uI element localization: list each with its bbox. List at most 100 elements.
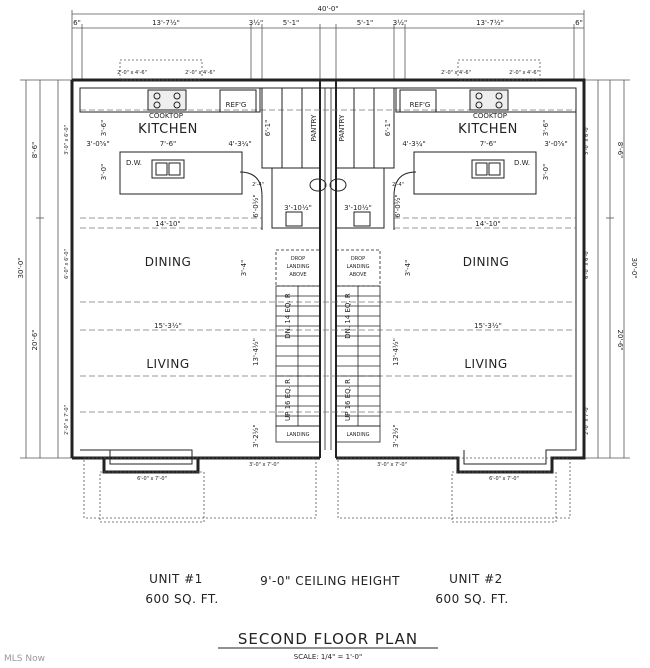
unit1-drop-2: LANDING — [286, 264, 309, 270]
side-total-left: 30'-0" — [17, 257, 25, 278]
unit1-dim-13-4-1-2: 13'-4½" — [252, 338, 260, 366]
unit1-dining-label: DINING — [145, 255, 192, 269]
unit2-drop-3: ABOVE — [349, 272, 366, 278]
unit1-pantry-label: PANTRY — [310, 114, 318, 141]
unit1-dim-15-3-1-2: 15'-3½" — [154, 322, 182, 330]
unit1-landing-label: LANDING — [286, 432, 309, 438]
unit1-dim-3-4: 3'-4" — [240, 260, 248, 277]
unit2-window-top-a: 2'-0" x 4'-6" — [441, 70, 471, 76]
unit1-dim-6-1: 6'-1" — [264, 120, 272, 137]
unit1-dw-label: D.W. — [126, 159, 142, 167]
unit1-drop-1: DROP — [291, 256, 305, 262]
side-upper-right: 8'-6" — [616, 142, 624, 159]
unit2-dining-label: DINING — [463, 255, 510, 269]
unit2-stairs — [335, 249, 381, 443]
unit1-kitchen-label: KITCHEN — [138, 122, 198, 137]
side-dimensions — [20, 79, 630, 459]
unit2-dim-4-3-1-4: 4'-3¼" — [402, 140, 425, 148]
unit2-kitchen-label: KITCHEN — [458, 122, 518, 137]
side-upper-left: 8'-6" — [31, 142, 39, 159]
unit1-window-top-a: 2'-0" x 4'-6" — [117, 70, 147, 76]
unit1-area: 600 SQ. FT. — [145, 592, 218, 606]
unit1-side-window-c: 2'-0" x 7'-0" — [64, 405, 70, 435]
unit2-side-window-c: 2'-0" x 7'-0" — [584, 405, 590, 435]
side-total-right: 30'-0" — [630, 257, 638, 278]
unit2-drop-1: DROP — [351, 256, 365, 262]
unit2-cooktop-label: COOKTOP — [473, 112, 507, 120]
unit2-dim-14-10: 14'-10" — [475, 220, 500, 228]
unit2-dim-3-4: 3'-4" — [404, 260, 412, 277]
top-dim-5: 3½" — [393, 19, 407, 27]
unit2-dim-3-6: 3'-6" — [542, 120, 550, 137]
unit1-living-label: LIVING — [146, 357, 189, 371]
unit2-stairs-dn: DN. 14 EQ. R — [344, 293, 352, 339]
plan-title: SECOND FLOOR PLAN — [238, 630, 418, 648]
unit2-area: 600 SQ. FT. — [435, 592, 508, 606]
unit1-stairs-up: UP 16 EQ. R — [284, 379, 292, 421]
unit2-dim-6-1: 6'-1" — [384, 120, 392, 137]
unit2-dim-6-0-1-2: 6'-0½" — [394, 194, 402, 217]
unit2-living-label: LIVING — [464, 357, 507, 371]
unit2-dim-3-0: 3'-0" — [542, 164, 550, 181]
side-lower-left: 20'-6" — [31, 329, 39, 350]
overall-width-label: 40'-0" — [317, 5, 338, 13]
unit1-door-bottom: 3'-0" x 7'-0" — [249, 462, 279, 468]
unit2-dim-13-4-1-2: 13'-4½" — [392, 338, 400, 366]
unit2-name: UNIT #2 — [449, 572, 503, 586]
top-dim-7: 6" — [575, 19, 583, 27]
top-windows — [83, 59, 571, 523]
unit2-kitchen-fixtures — [329, 87, 577, 230]
plan-scale: SCALE: 1/4" = 1'-0" — [294, 653, 362, 661]
unit2-refg-label: REF'G — [410, 101, 431, 109]
unit1-drop-3: ABOVE — [289, 272, 306, 278]
unit1-dim-2-4: 2'-4" — [252, 182, 264, 188]
unit1-window-top-b: 2'-0" x 4'-6" — [185, 70, 215, 76]
unit1-dim-3-2-1-2: 3'-2½" — [252, 424, 260, 447]
unit1-cooktop-label: COOKTOP — [149, 112, 183, 120]
unit2-pantry-label: PANTRY — [338, 114, 346, 141]
exterior-walls — [70, 78, 586, 474]
unit1-dim-4-3-1-4: 4'-3¼" — [228, 140, 251, 148]
unit2-window-bottom: 6'-0" x 7'-0" — [489, 476, 519, 482]
watermark: MLS Now — [4, 654, 45, 664]
unit2-window-top-b: 2'-0" x 4'-6" — [509, 70, 539, 76]
unit1-refg-label: REF'G — [226, 101, 247, 109]
ceiling-height: 9'-0" CEILING HEIGHT — [260, 574, 400, 588]
unit2-dim-3-10-1-2: 3'-10½" — [344, 204, 372, 212]
unit1-dim-3-0: 3'-0" — [100, 164, 108, 181]
unit1-window-bottom: 6'-0" x 7'-0" — [137, 476, 167, 482]
unit1-dim-7-6: 7'-6" — [160, 140, 177, 148]
top-dim-2: 3½" — [249, 19, 263, 27]
unit2-dim-2-4: 2'-4" — [392, 182, 404, 188]
top-dim-4: 5'-1" — [357, 19, 374, 27]
unit1-dim-14-10: 14'-10" — [155, 220, 180, 228]
top-dim-3: 5'-1" — [283, 19, 300, 27]
unit2-dim-3-2-1-2: 3'-2½" — [392, 424, 400, 447]
unit2-landing-label: LANDING — [346, 432, 369, 438]
unit1-stairs-dn: DN. 14 EQ. R — [284, 293, 292, 339]
top-dim-1: 13'-7½" — [152, 19, 180, 27]
top-dim-6: 13'-7½" — [476, 19, 504, 27]
unit2-dim-15-3-1-2: 15'-3½" — [474, 322, 502, 330]
unit1-side-window-b: 6'-0" x 6'-0" — [64, 249, 70, 279]
unit2-stairs-up: UP 16 EQ. R — [344, 379, 352, 421]
top-dim-0: 6" — [73, 19, 81, 27]
overall-dimension — [71, 10, 585, 80]
unit1-kitchen-fixtures — [79, 87, 327, 230]
side-lower-right: 20'-6" — [616, 329, 624, 350]
unit1-dim-3-0-5-8: 3'-0⅝" — [86, 140, 109, 148]
unit2-side-window-a: 3'-0" x 6'-0" — [584, 125, 590, 155]
unit1-side-window-a: 3'-0" x 6'-0" — [64, 125, 70, 155]
unit1-dim-3-10-1-2: 3'-10½" — [284, 204, 312, 212]
unit1-dim-6-0-1-2: 6'-0½" — [252, 194, 260, 217]
unit2-dim-3-0-5-8: 3'-0⅝" — [544, 140, 567, 148]
unit1-stairs — [275, 249, 321, 443]
unit1-dim-3-6: 3'-6" — [100, 120, 108, 137]
unit2-drop-2: LANDING — [346, 264, 369, 270]
unit2-dw-label: D.W. — [514, 159, 530, 167]
unit2-door-bottom: 3'-0" x 7'-0" — [377, 462, 407, 468]
unit2-side-window-b: 6'-0" x 6'-0" — [584, 249, 590, 279]
unit1-name: UNIT #1 — [149, 572, 203, 586]
unit2-dim-7-6: 7'-6" — [480, 140, 497, 148]
